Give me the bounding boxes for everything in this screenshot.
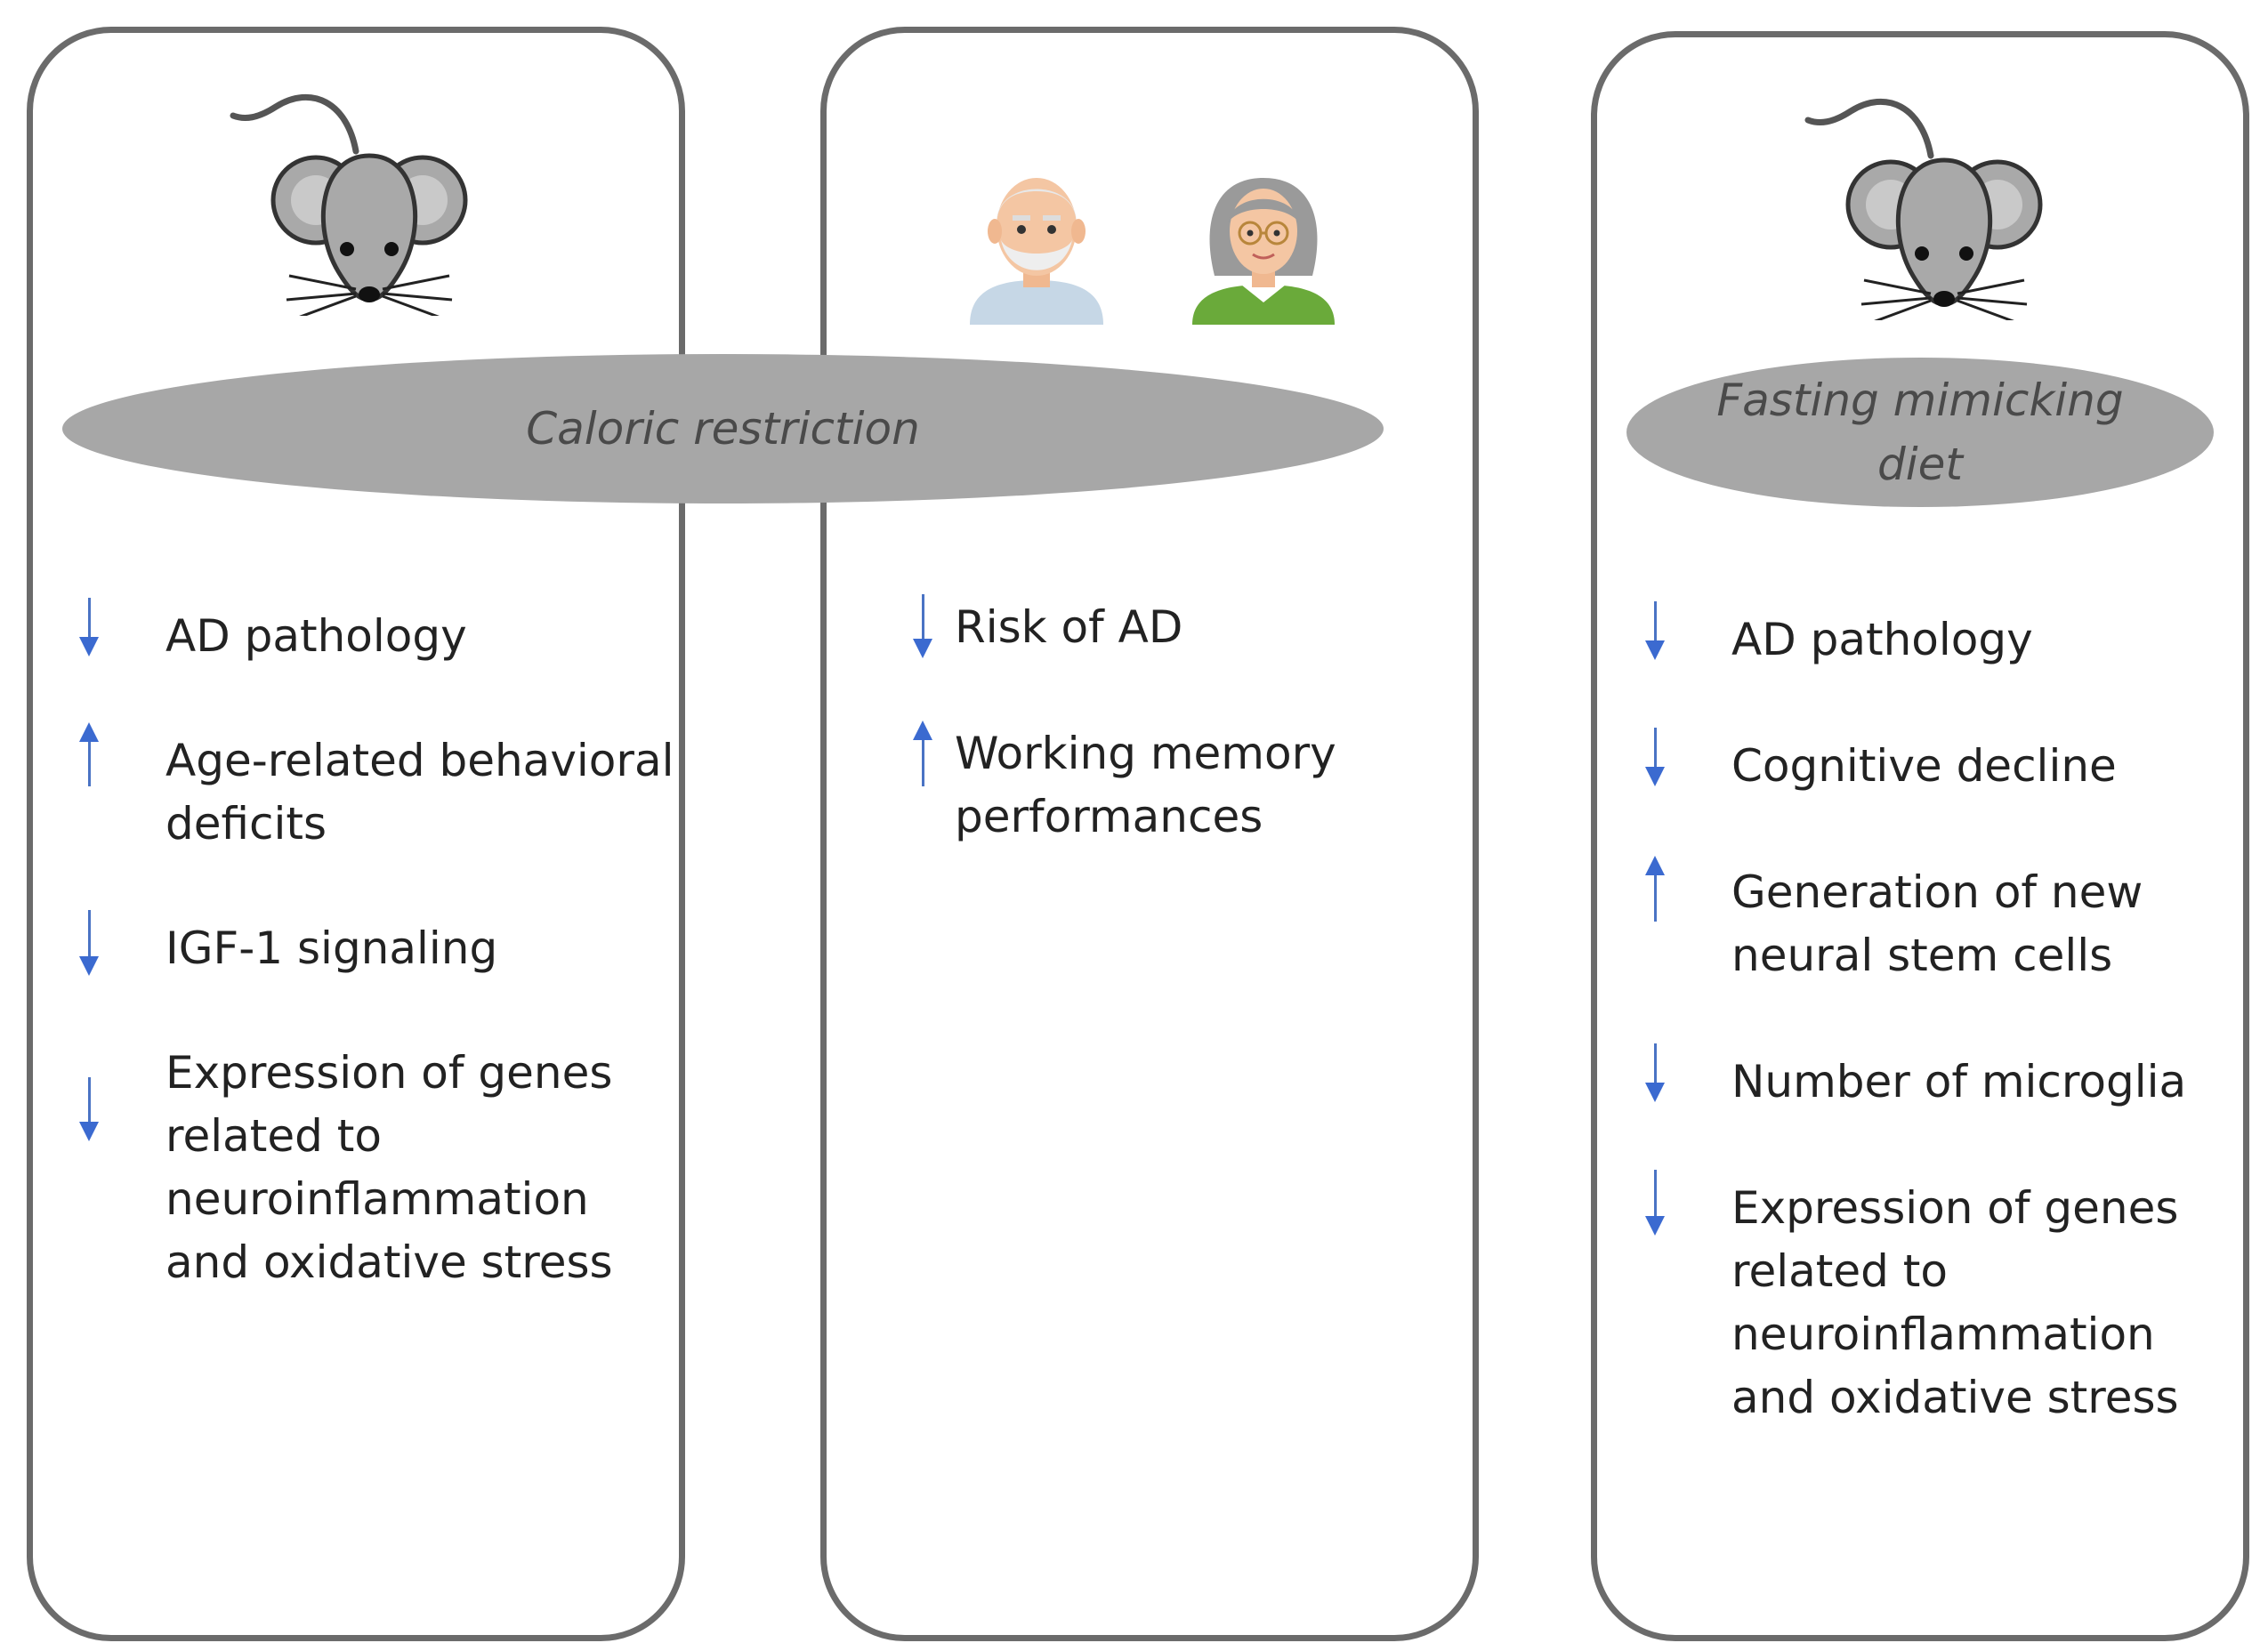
effect-text: neural stem cells (1731, 930, 2113, 981)
effect-text: Expression of genes (165, 1047, 613, 1099)
arrow-up-icon (78, 722, 100, 786)
arrow-down-icon (1644, 1043, 1666, 1102)
effect-text: and oxidative stress (165, 1236, 613, 1288)
effect-text: deficits (165, 798, 327, 850)
human-cr-effects-list: Risk of AD Working memory performances (912, 594, 1464, 849)
effect-item: Working memory performances (912, 721, 1464, 849)
effect-text: related to (1731, 1245, 1948, 1297)
effect-text: AD pathology (1731, 614, 2033, 665)
effect-text: neuroinflammation (165, 1173, 589, 1225)
effect-item: Expression of genes related to neuroinfl… (1644, 1170, 2223, 1430)
elderly-woman-icon (1192, 178, 1335, 325)
effect-text: related to (165, 1110, 382, 1162)
arrow-down-icon (1644, 1170, 1666, 1236)
arrow-down-icon (78, 1077, 100, 1141)
fasting-mimicking-diet-text: Fasting mimicking diet (1716, 368, 2123, 497)
arrow-down-icon (78, 910, 100, 976)
effect-text: AD pathology (165, 610, 467, 662)
effect-text: Risk of AD (955, 601, 1183, 653)
effect-text: Cognitive decline (1731, 740, 2117, 792)
mouse-fmd-effects-list: AD pathology Cognitive decline Generatio… (1644, 601, 2223, 1430)
caloric-restriction-text: Caloric restriction (526, 402, 920, 455)
fasting-mimicking-diet-text-line1: Fasting mimicking (1716, 374, 2124, 426)
arrow-down-icon (78, 598, 100, 656)
fasting-mimicking-diet-text-line2: diet (1877, 439, 1963, 490)
effect-item: Number of microglia (1644, 1043, 2223, 1114)
mouse-icon (1804, 98, 2043, 320)
effect-text: Generation of new (1731, 866, 2143, 918)
caloric-restriction-label: Caloric restriction (62, 354, 1384, 503)
elderly-man-icon (970, 178, 1103, 325)
arrow-up-icon (912, 721, 933, 786)
effect-item: Risk of AD (912, 594, 1464, 659)
arrow-down-icon (1644, 601, 1666, 660)
arrow-up-icon (1644, 856, 1666, 922)
effect-text: neuroinflammation (1731, 1309, 2155, 1360)
effect-item: Expression of genes related to neuroinfl… (78, 1042, 683, 1294)
effect-text: and oxidative stress (1731, 1372, 2179, 1423)
mouse-cr-effects-list: AD pathology Age-related behavioral defi… (78, 598, 683, 1294)
effect-text: performances (955, 791, 1263, 842)
fasting-mimicking-diet-label: Fasting mimicking diet (1626, 358, 2214, 507)
effect-item: Generation of new neural stem cells (1644, 856, 2223, 987)
arrow-down-icon (912, 594, 933, 658)
effect-text: Expression of genes (1731, 1182, 2179, 1234)
mouse-icon (230, 93, 468, 316)
effect-text: Age-related behavioral (165, 735, 674, 786)
arrow-down-icon (1644, 728, 1666, 786)
effect-text: IGF-1 signaling (165, 922, 498, 974)
effect-item: Age-related behavioral deficits (78, 722, 683, 856)
effect-item: Cognitive decline (1644, 728, 2223, 798)
effect-text: Working memory (955, 728, 1336, 779)
effect-item: IGF-1 signaling (78, 910, 683, 980)
effect-text: Number of microglia (1731, 1056, 2187, 1107)
effect-item: AD pathology (1644, 601, 2223, 672)
effect-item: AD pathology (78, 598, 683, 668)
human-caloric-restriction-panel (820, 27, 1479, 1641)
